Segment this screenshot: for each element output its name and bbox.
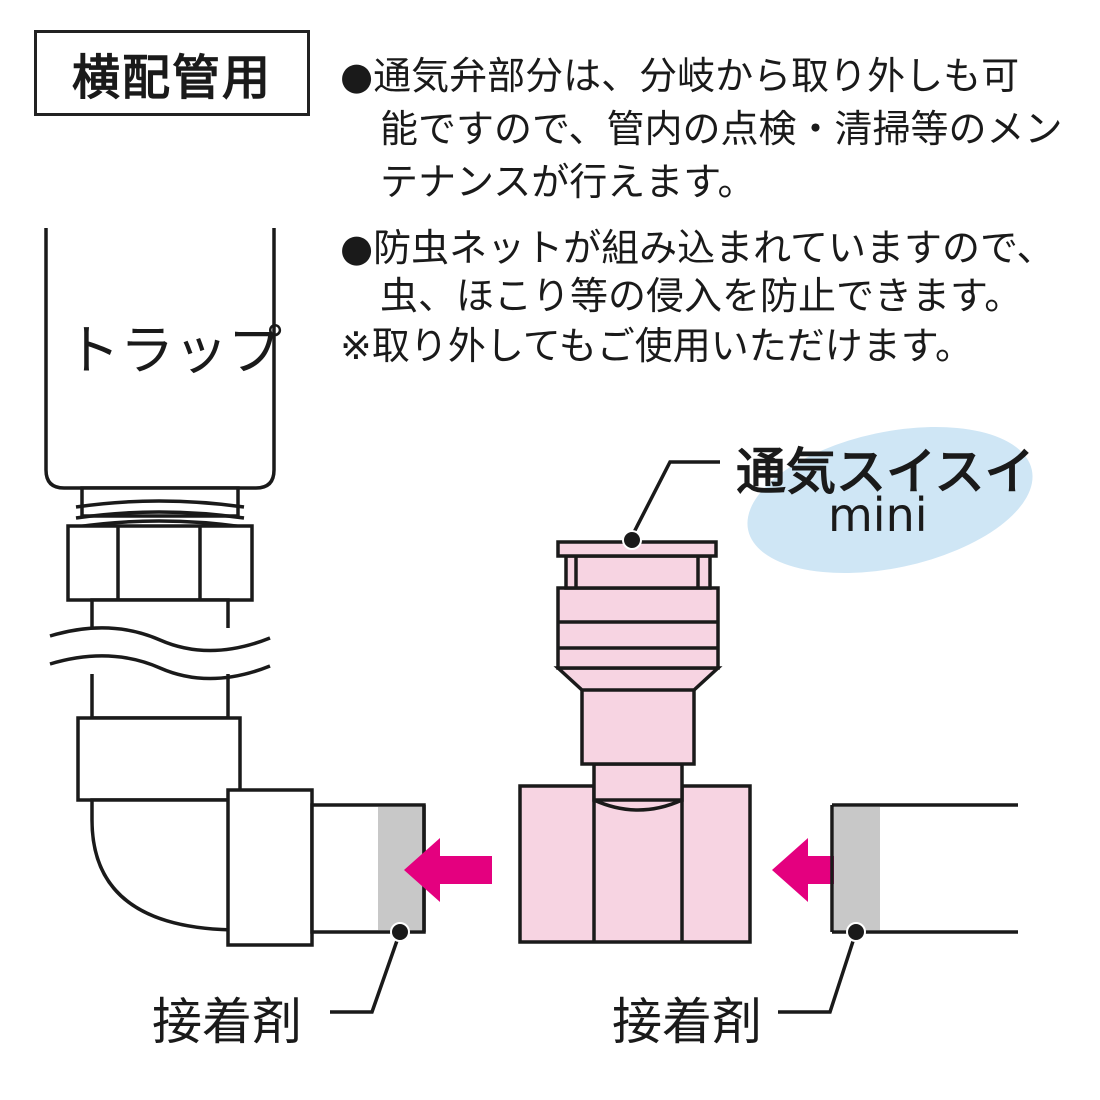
product-bubble <box>747 426 1033 574</box>
heading-title: 横配管用 <box>71 50 272 106</box>
dot-icon <box>622 530 642 550</box>
callouts <box>330 460 866 1014</box>
adhesive-label-left: 接着剤 <box>152 993 302 1051</box>
arrow-left-icon <box>404 838 492 902</box>
note2-line2: 虫、ほこり等の侵入を防止できます。 <box>380 274 1023 318</box>
dot-icon <box>846 922 866 942</box>
arrow-right-side-icon <box>772 838 858 902</box>
product-sub: mini <box>828 488 928 542</box>
adhesive-band-right <box>834 807 880 930</box>
heading-box: 横配管用 <box>34 30 310 116</box>
trap-label: トラップ <box>66 319 282 382</box>
elbow-fitting <box>90 788 426 947</box>
note3: ※取り外してもご使用いただけます。 <box>340 324 974 368</box>
trap-assembly <box>44 228 276 802</box>
tee-fitting <box>518 540 752 944</box>
adhesive-label-right: 接着剤 <box>612 993 762 1051</box>
dot-icon <box>390 922 410 942</box>
note1-line2: 能ですので、管内の点検・清掃等のメン <box>380 107 1063 151</box>
product-name: 通気スイスイ <box>736 443 1035 501</box>
note1-line1: ●通気弁部分は、分岐から取り外しも可 <box>340 54 1020 98</box>
note2-line1: ●防虫ネットが組み込まれていますので、 <box>340 226 1055 270</box>
note1-line3: テナンスが行えます。 <box>380 160 756 204</box>
right-pipe <box>830 803 1018 934</box>
